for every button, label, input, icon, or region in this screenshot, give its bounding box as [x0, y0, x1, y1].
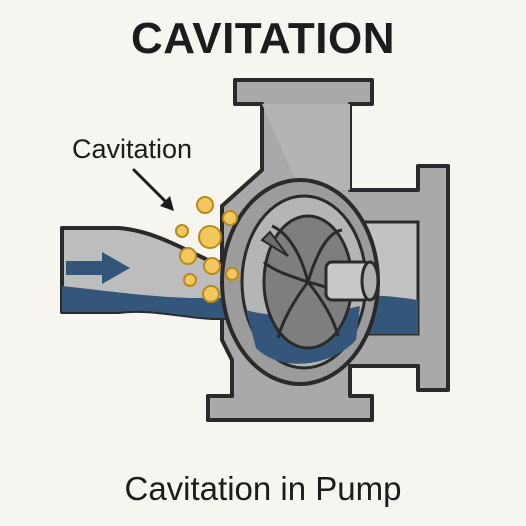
pump-shaft	[324, 260, 380, 302]
vapor-bubble-icon	[198, 225, 222, 249]
inlet-pipe	[60, 226, 246, 320]
callout-arrow	[132, 168, 174, 211]
inlet-water	[62, 286, 244, 318]
vapor-bubble-icon	[203, 257, 221, 275]
vapor-bubble-icon	[202, 285, 220, 303]
diagram-caption: Cavitation in Pump	[124, 470, 402, 507]
vapor-bubble-icon	[183, 273, 197, 287]
cavitation-callout-label: Cavitation	[72, 134, 193, 164]
diagram-title: CAVITATION	[130, 14, 396, 63]
vapor-bubble-icon	[225, 267, 239, 281]
vapor-bubble-icon	[179, 247, 197, 265]
vapor-bubble-icon	[222, 210, 238, 226]
flow-direction-arrow-icon	[66, 252, 130, 284]
vapor-bubble-icon	[196, 196, 214, 214]
vapor-bubble-icon	[175, 224, 189, 238]
vapor-bubbles	[175, 196, 239, 303]
